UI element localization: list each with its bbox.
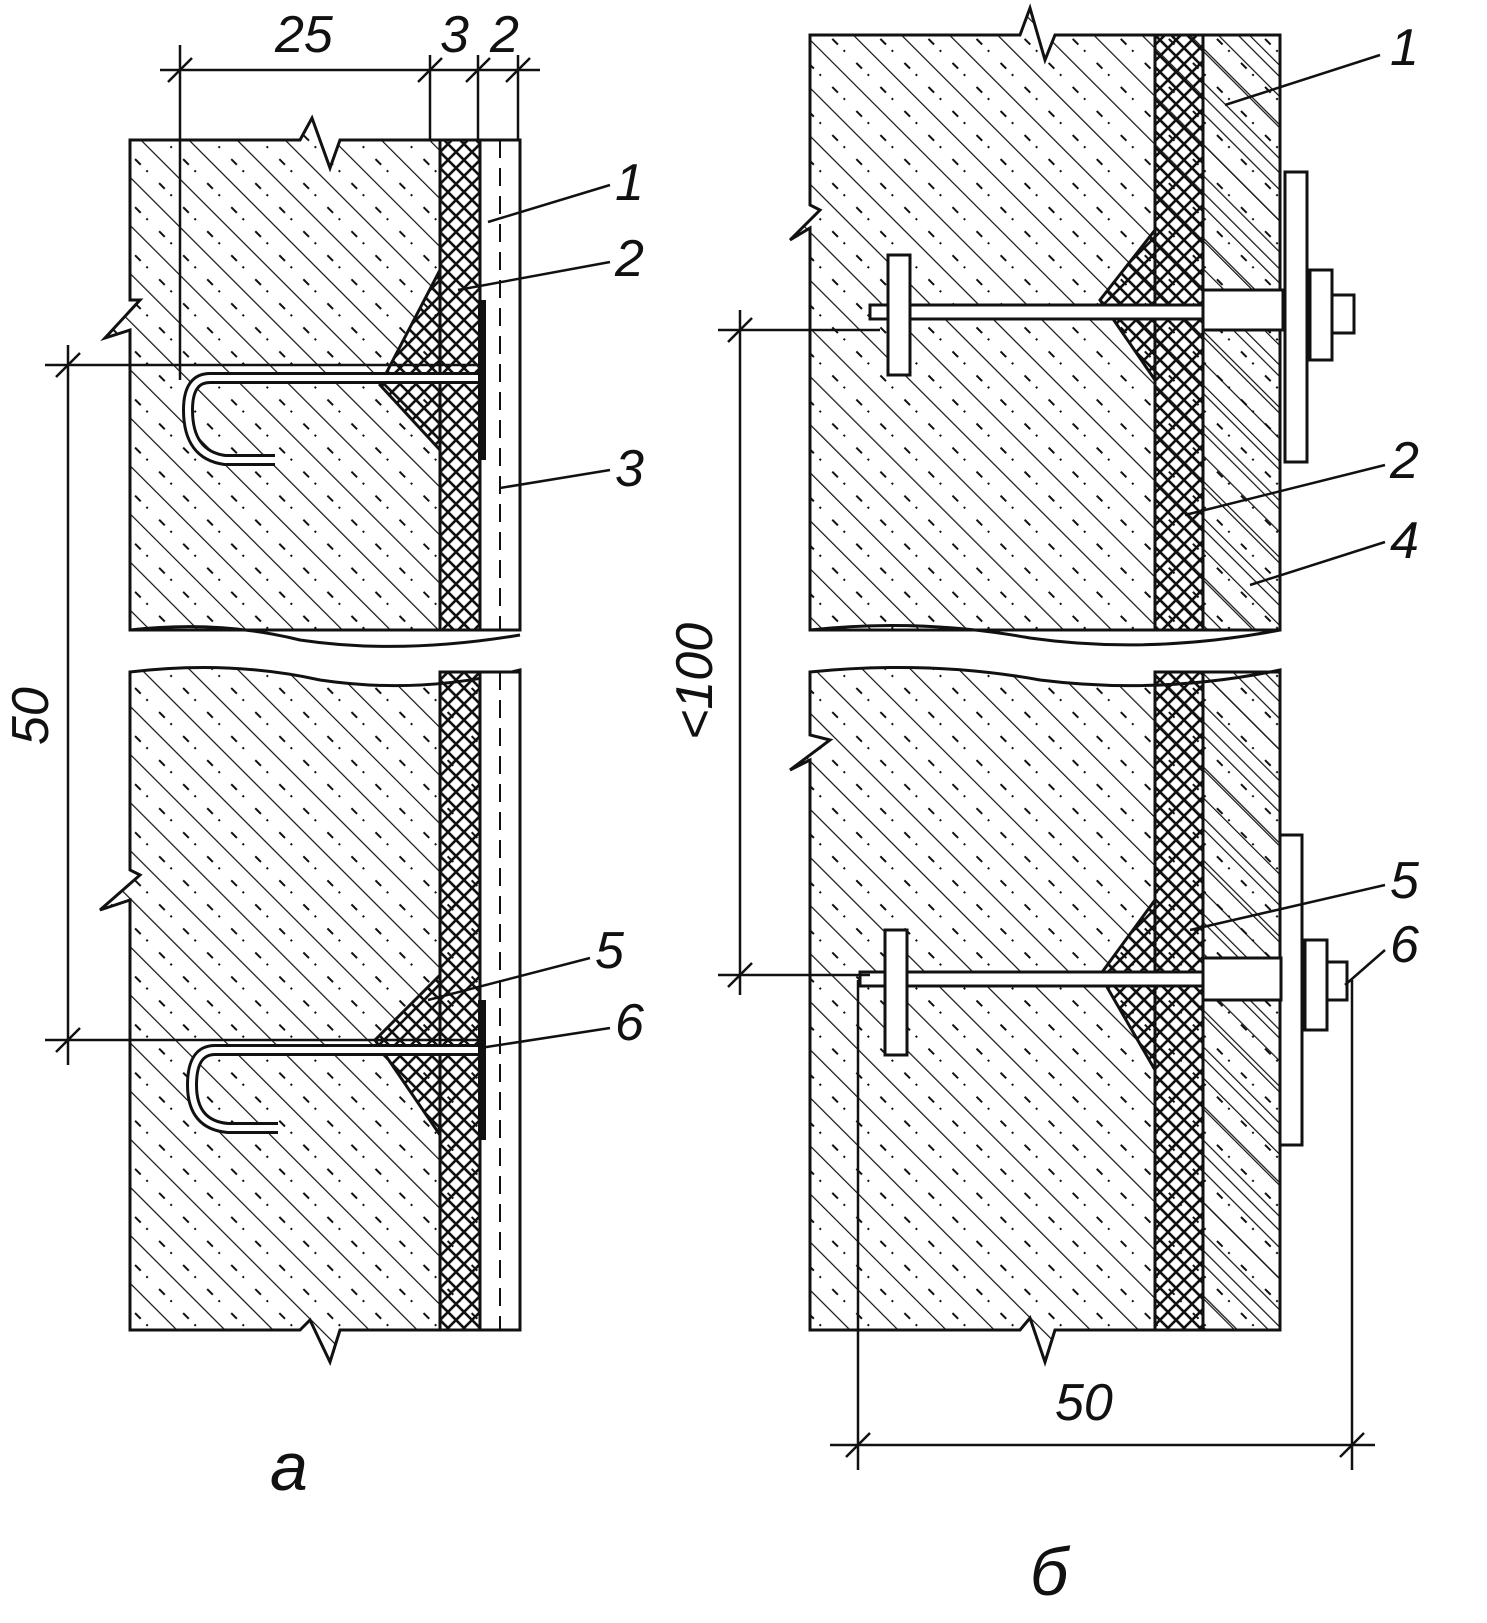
panel-b-lower-bolt	[858, 833, 1349, 1147]
panel-b-caption: б	[1030, 1534, 1071, 1610]
panel-b-callout-6: 6	[1390, 916, 1419, 974]
panel-a-caption: а	[270, 1429, 308, 1505]
panel-a-lower-block	[99, 666, 522, 1367]
panel-a-callout-2: 2	[614, 230, 644, 288]
panel-b-callout-2: 2	[1389, 432, 1419, 490]
panel-b-dim-100: <100	[666, 623, 724, 740]
panel-a-callout-5: 5	[595, 922, 625, 980]
panel-a: 25 3 2 50 1 2 3 5 6 а	[2, 6, 644, 1505]
panel-a-dim-3: 3	[440, 6, 469, 64]
panel-a-dimensions	[45, 45, 540, 1065]
panel-a-dim-25: 25	[274, 6, 334, 64]
panel-a-dim-50: 50	[2, 687, 60, 745]
panel-b-lower-block	[789, 666, 1282, 1367]
panel-a-leaders	[427, 183, 611, 1050]
panel-a-callout-1: 1	[615, 154, 644, 212]
panel-b-callout-4: 4	[1390, 512, 1419, 570]
panel-b: <100 50 1 2 4 5 6 б	[666, 3, 1420, 1610]
panel-b-dim-50: 50	[1055, 1374, 1113, 1432]
panel-b-callout-5: 5	[1390, 852, 1420, 910]
panel-a-callout-3: 3	[615, 440, 644, 498]
panel-b-dimensions	[718, 310, 1375, 1470]
panel-b-upper-bolt	[868, 170, 1356, 464]
panel-a-callout-6: 6	[615, 994, 644, 1052]
panel-b-callout-1: 1	[1390, 19, 1419, 77]
panel-a-upper-anchor	[181, 269, 486, 466]
panel-a-lower-anchor	[185, 971, 486, 1140]
panel-b-leaders	[1184, 53, 1386, 986]
panel-a-dim-2: 2	[489, 6, 519, 64]
